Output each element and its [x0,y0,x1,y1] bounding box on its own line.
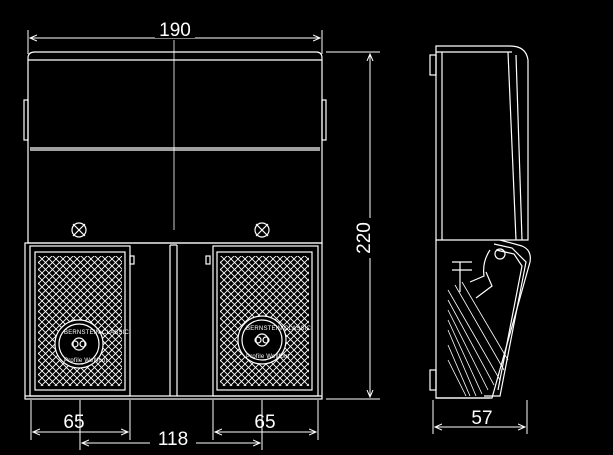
front-view: BERNSTEIN CLASSIC Profile Wellfoot BERNS… [23,51,327,400]
dim-foot-left-label: 65 [63,412,84,433]
svg-text:Profile Wellfoot: Profile Wellfoot [64,358,108,364]
screw-right [254,222,270,238]
screw-left [71,222,87,238]
dim-depth [432,400,528,434]
pedal-left: BERNSTEIN CLASSIC Profile Wellfoot [29,245,135,397]
pedal-right: BERNSTEIN CLASSIC Profile Wellfoot [205,245,319,397]
dim-center-label: 118 [158,429,188,450]
side-hatch [447,281,509,397]
svg-text:BERNSTEIN CLASSIC: BERNSTEIN CLASSIC [64,330,130,336]
svg-text:BERNSTEIN CLASSIC: BERNSTEIN CLASSIC [246,326,312,332]
side-view [429,45,531,399]
dim-width-label: 190 [159,20,191,41]
logo-left: BERNSTEIN CLASSIC Profile Wellfoot [64,330,130,364]
dim-depth-label: 57 [471,408,492,429]
svg-text:Profile Wellfoot: Profile Wellfoot [246,354,290,360]
dim-foot-right-label: 65 [254,412,275,433]
dim-height-label: 220 [354,222,375,254]
logo-right: BERNSTEIN CLASSIC Profile Wellfoot [246,326,312,360]
base-block [24,242,323,400]
dim-foot-right [212,400,319,440]
